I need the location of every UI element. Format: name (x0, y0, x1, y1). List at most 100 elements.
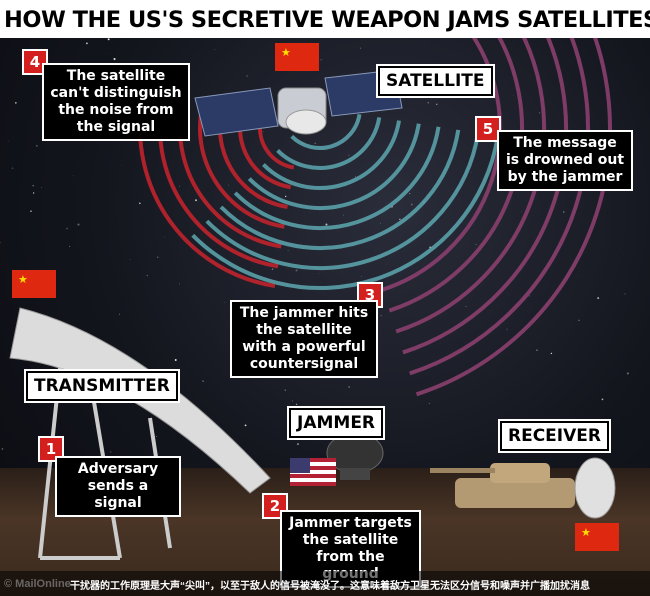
star (36, 145, 38, 147)
star (325, 223, 328, 226)
star (295, 269, 298, 272)
star (506, 328, 508, 330)
star (49, 407, 51, 409)
star (348, 385, 351, 388)
adversary-wave-arc (198, 112, 285, 229)
star (110, 451, 112, 453)
jammer-label: JAMMER (289, 408, 384, 438)
star (536, 349, 538, 351)
star (465, 306, 467, 307)
star (521, 210, 522, 212)
star (285, 195, 287, 198)
star (72, 175, 74, 177)
svg-text:★: ★ (18, 274, 28, 286)
star (380, 222, 382, 224)
star (296, 443, 299, 446)
star (291, 400, 294, 402)
star (202, 380, 204, 382)
watermark: © MailOnline (4, 578, 71, 590)
star (1, 448, 4, 450)
star (320, 59, 322, 61)
star (214, 49, 216, 50)
star (113, 57, 116, 61)
star (427, 101, 430, 104)
star (361, 275, 362, 277)
star (295, 403, 298, 406)
drowned-wave-arc (402, 38, 568, 355)
star (178, 185, 180, 187)
star (624, 293, 626, 295)
page-title: HOW THE US'S SECRETIVE WEAPON JAMS SATEL… (4, 7, 650, 33)
star (246, 75, 248, 77)
star (355, 176, 356, 178)
star (597, 297, 600, 299)
step-4-note: The satellite can't distinguish the nois… (42, 63, 190, 141)
star (66, 227, 68, 230)
drowned-wave-arc (415, 38, 612, 397)
star (284, 389, 286, 391)
receiver-tank-icon (430, 457, 616, 519)
scene: ★ ★ ★ SATELLITE TRANSMITTER JAMMER RECEI… (0, 38, 650, 596)
step-3-note: The jammer hits the satellite with a pow… (230, 300, 378, 378)
star (626, 372, 629, 375)
star (436, 103, 438, 106)
china-flag-icon: ★ (275, 43, 319, 71)
jammer-wave-arc (205, 132, 481, 270)
satellite-label: SATELLITE (378, 66, 493, 96)
jammer-wave-arc (290, 113, 362, 150)
star (314, 142, 316, 144)
star (601, 398, 604, 401)
usa-flag-icon (290, 458, 336, 486)
star (287, 250, 289, 251)
star (228, 184, 229, 186)
star (578, 319, 580, 321)
star (15, 102, 17, 104)
star (119, 313, 120, 315)
china-flag-icon: ★ (575, 523, 619, 551)
jammer-wave-arc (262, 120, 401, 190)
step-1-note: Adversary sends a signal (55, 456, 181, 517)
star (11, 167, 14, 169)
star (318, 273, 320, 274)
svg-text:★: ★ (281, 47, 291, 59)
jammer-wave-arc (276, 117, 382, 170)
jammer-wave-arc (233, 126, 441, 230)
star (399, 218, 401, 220)
drowned-wave-arc (395, 38, 546, 334)
step-5-note: The message is drowned out by the jammer (497, 130, 633, 191)
caption-bar (0, 571, 650, 596)
star (563, 211, 565, 213)
star (109, 53, 110, 54)
star (86, 42, 88, 45)
star (30, 210, 32, 212)
receiver-label: RECEIVER (500, 421, 609, 451)
step-5-badge: 5 (475, 116, 501, 142)
star (359, 47, 361, 49)
star (528, 295, 531, 297)
star (271, 268, 274, 270)
star (32, 185, 34, 187)
star (8, 140, 10, 142)
drowned-wave-arc (409, 38, 590, 376)
star (194, 199, 197, 202)
star (428, 402, 430, 404)
star (155, 436, 157, 437)
star (157, 256, 159, 258)
jammer-wave-arc (247, 123, 421, 210)
star (129, 259, 131, 261)
star (0, 242, 1, 244)
star (244, 424, 247, 427)
step-2-badge: 2 (262, 493, 288, 519)
star (513, 95, 515, 96)
star (580, 276, 582, 278)
star (164, 236, 166, 238)
transmitter-label: TRANSMITTER (26, 371, 178, 401)
star (77, 223, 80, 226)
star (550, 352, 553, 355)
star (380, 314, 382, 317)
star (146, 274, 149, 277)
star (41, 186, 43, 188)
star (224, 302, 225, 304)
star (475, 244, 477, 246)
